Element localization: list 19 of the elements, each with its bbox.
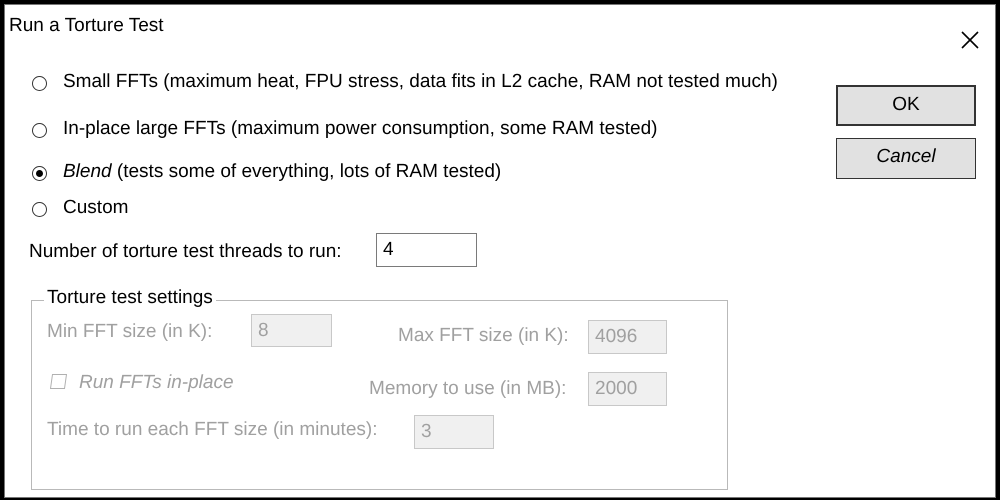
option-label: Custom bbox=[63, 197, 128, 219]
field-label: Number of torture test threads to run: bbox=[29, 241, 342, 263]
field-label: Min FFT size (in K): bbox=[47, 321, 212, 343]
option-label: Small FFTs (maximum heat, FPU stress, data fits in L2 cache, RAM not tested much) bbox=[63, 71, 778, 93]
text-field: 4096 bbox=[588, 320, 667, 354]
field-label: Memory to use (in MB): bbox=[369, 378, 566, 400]
option-label: In-place large FFTs (maximum power consumption, some RAM tested) bbox=[63, 118, 658, 140]
text-field: 3 bbox=[414, 415, 494, 449]
ok-button: OK bbox=[836, 85, 976, 126]
group-title: Torture test settings bbox=[44, 287, 216, 309]
text-field: 8 bbox=[251, 314, 332, 347]
cancel-button: Cancel bbox=[836, 138, 976, 179]
field-label: Max FFT size (in K): bbox=[398, 325, 569, 347]
window-title: Run a Torture Test bbox=[9, 15, 164, 37]
option-label: Blend (tests some of everything, lots of RAM tested) bbox=[63, 161, 502, 183]
text-field: 2000 bbox=[588, 372, 667, 406]
text-field: 4 bbox=[376, 233, 477, 267]
checkbox-label: Run FFTs in-place bbox=[79, 372, 234, 394]
field-label: Time to run each FFT size (in minutes): bbox=[47, 419, 378, 441]
